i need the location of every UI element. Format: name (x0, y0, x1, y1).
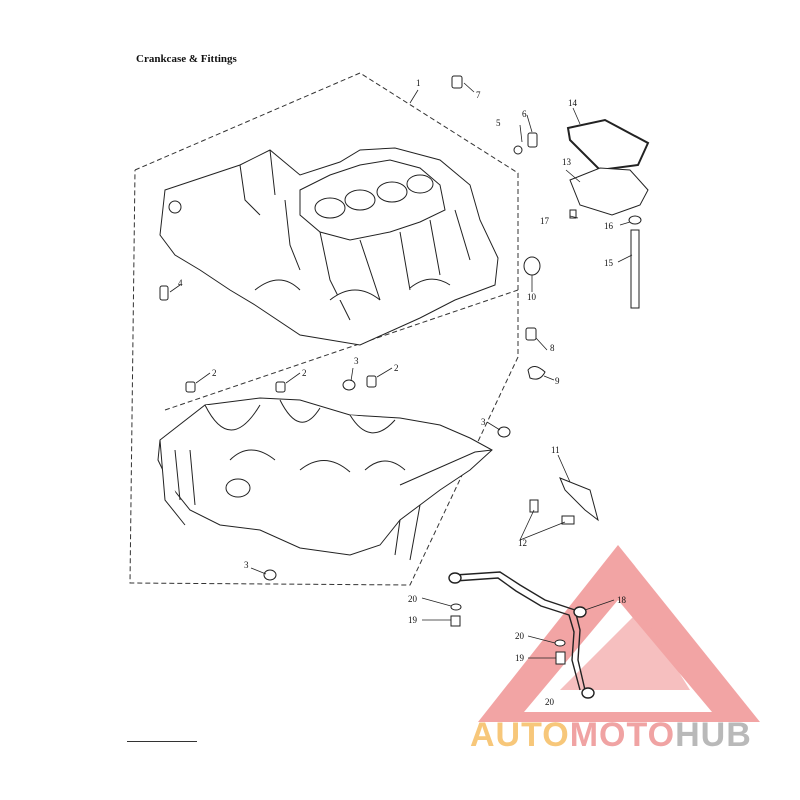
dashed-group-outline (129, 72, 519, 586)
callout-12: 12 (518, 538, 527, 548)
callout-3c: 3 (244, 560, 249, 570)
callout-18: 18 (617, 595, 627, 605)
watermark-logo (478, 545, 760, 722)
callout-3a: 3 (354, 356, 359, 366)
callout-2a: 2 (212, 368, 217, 378)
callout-13: 13 (562, 157, 572, 167)
lower-crankcase (157, 397, 493, 561)
leader-lines (169, 82, 633, 659)
callout-7: 7 (476, 90, 481, 100)
oil-pipe (448, 571, 595, 699)
callout-17: 17 (540, 216, 550, 226)
upper-crankcase (159, 147, 499, 346)
callout-3b: 3 (481, 417, 486, 427)
callout-20a: 20 (408, 594, 418, 604)
callout-10: 10 (527, 292, 537, 302)
small-parts (159, 75, 650, 665)
callout-2b: 2 (302, 368, 307, 378)
callout-20c: 20 (545, 697, 555, 707)
watermark-hub: HUB (675, 716, 752, 754)
watermark-moto: MOTO (569, 716, 676, 754)
callout-4: 4 (178, 278, 183, 288)
callout-14: 14 (568, 98, 578, 108)
callout-2c: 2 (394, 363, 399, 373)
callout-5: 5 (496, 118, 501, 128)
watermark-text: AUTOMOTOHUB (470, 716, 752, 755)
callout-6: 6 (522, 109, 527, 119)
callout-8: 8 (550, 343, 555, 353)
callout-15: 15 (604, 258, 614, 268)
callout-labels: 1 2 2 2 2 3 3 3 4 5 6 7 8 9 10 11 12 13 … (178, 78, 627, 707)
callout-19b: 19 (515, 653, 525, 663)
footer-rule (127, 741, 197, 742)
callout-16: 16 (604, 221, 614, 231)
callout-11: 11 (551, 445, 560, 455)
diagram-title: Crankcase & Fittings (136, 53, 237, 65)
watermark-auto: AUTO (470, 716, 570, 754)
callout-20b: 20 (515, 631, 525, 641)
callout-9: 9 (555, 376, 560, 386)
callout-19a: 19 (408, 615, 418, 625)
callout-1: 1 (416, 78, 421, 88)
